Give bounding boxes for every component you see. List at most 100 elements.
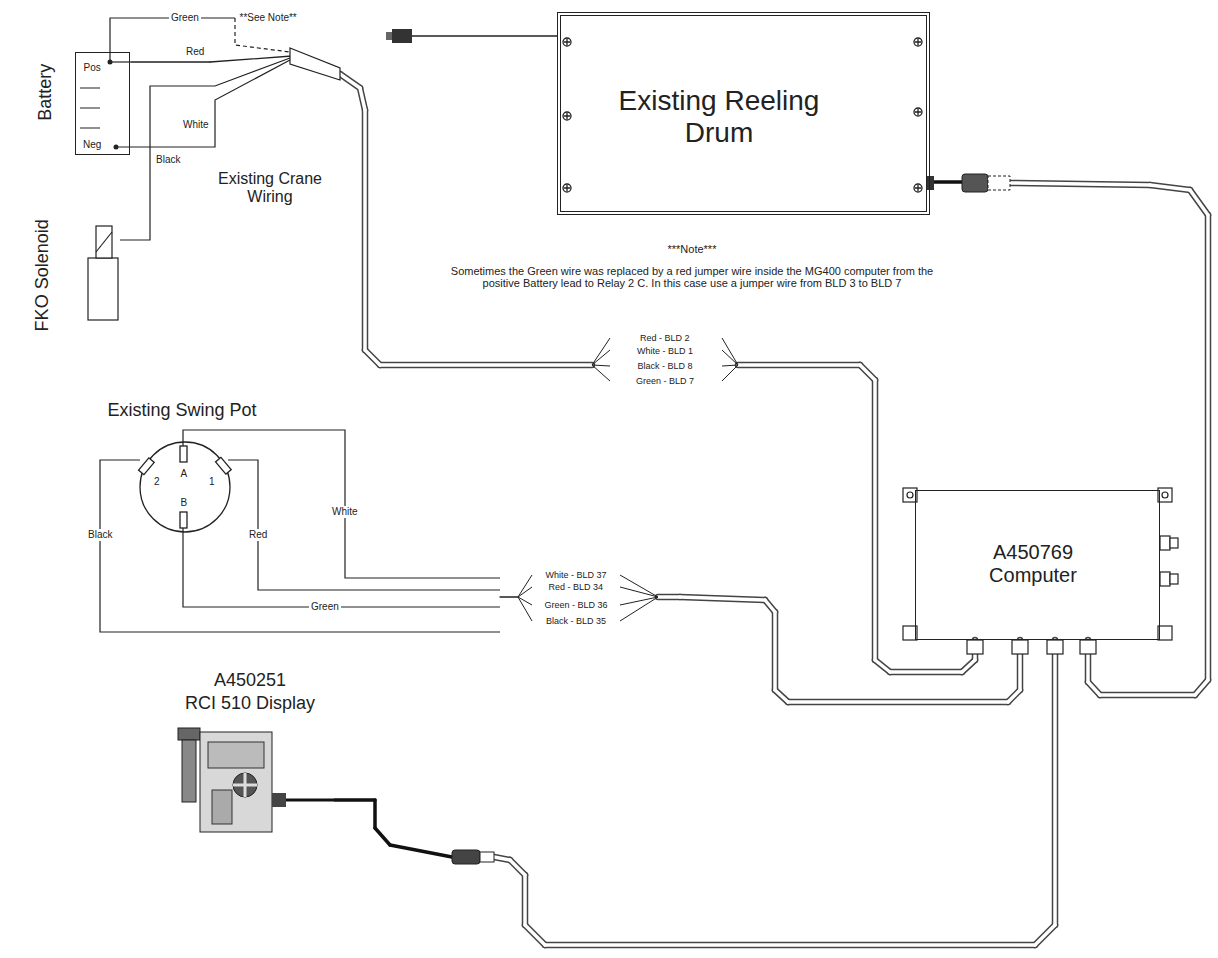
drawing-stroke (178, 728, 200, 740)
cable-segment (738, 363, 860, 367)
cable-segment (658, 594, 680, 601)
cable (132, 56, 975, 672)
cable-segment (860, 365, 875, 380)
drawing-stroke (233, 773, 257, 797)
drawing-stroke (386, 32, 392, 40)
pin-assignment: Black - BLD 8 (636, 361, 695, 371)
cable-segment (1190, 190, 1208, 215)
wire-color: Green (169, 12, 201, 24)
cable-segment (890, 670, 962, 674)
cable-segment (335, 798, 375, 802)
pin-assignment: Red - BLD 34 (547, 582, 606, 592)
battery-plates (80, 88, 100, 128)
cable-segment (1205, 215, 1212, 680)
cable-segment (340, 74, 360, 88)
drawing-stroke (212, 790, 232, 824)
drawing-stroke (1162, 492, 1168, 498)
cable-segment (1195, 680, 1208, 695)
drawing-stroke (208, 742, 264, 768)
cable (335, 640, 1055, 945)
section-label: Existing Crane Wiring (202, 170, 338, 207)
drum-title: Existing Reeling Drum (603, 85, 835, 149)
drawing-stroke (563, 38, 571, 46)
cable-segment (680, 597, 765, 600)
black-wire (120, 58, 290, 240)
pin-label: 1 (207, 476, 217, 488)
solenoid-body (88, 258, 118, 320)
drawing-stroke (592, 338, 610, 381)
drawing-stroke (967, 640, 983, 654)
drawing-stroke (1012, 640, 1028, 654)
cable-segment (775, 690, 788, 702)
white-wire (183, 430, 500, 578)
cable-segment (962, 660, 975, 672)
cable-segment (500, 596, 518, 597)
white-wire (116, 60, 290, 147)
computer-box: A450769 Computer (915, 490, 1160, 640)
wire-color: Red (184, 46, 206, 58)
cable-segment (765, 600, 775, 612)
cable-segment (872, 380, 879, 660)
cable-segment (1035, 925, 1055, 945)
cable-segment (1100, 692, 1195, 699)
cable-segment (375, 828, 390, 845)
red-wire (110, 61, 132, 62)
cable-segment (1190, 190, 1208, 215)
pin-label: 2 (152, 476, 162, 488)
drawing-stroke (564, 39, 570, 45)
drawing-stroke (412, 35, 557, 37)
drawing-stroke (272, 793, 286, 807)
cable-segment (210, 56, 292, 62)
solenoid-symbol (88, 226, 118, 320)
cable-segment (1010, 183, 1150, 185)
drawing-stroke (563, 184, 571, 192)
cable-segment (494, 857, 510, 860)
cable-segment (365, 350, 380, 365)
cable-segment (365, 350, 380, 365)
pin-label: A (179, 468, 190, 480)
cable-segment (773, 612, 777, 690)
drawing-stroke (1160, 572, 1170, 586)
cable-segment (1150, 185, 1190, 190)
cable (500, 597, 1020, 702)
drawing-stroke (915, 39, 921, 45)
drawing-stroke (233, 773, 257, 797)
drum-left-plug (386, 29, 557, 43)
wire-color: Green (309, 601, 341, 613)
cable-segment (390, 845, 452, 857)
cable-segment (962, 660, 975, 672)
cable-segment (545, 942, 1035, 949)
pin-assignment: Green - BLD 36 (543, 600, 610, 610)
cable-segment (1010, 183, 1150, 185)
drawing-stroke (392, 29, 412, 43)
drawing-stroke (140, 442, 230, 532)
battery: BatteryPosNeg (28, 45, 132, 160)
cable-segment (658, 595, 680, 599)
solenoid-coil (96, 226, 112, 258)
drawing-stroke (182, 740, 196, 802)
note-ref: **See Note** (238, 12, 299, 24)
wire-color: Black (86, 529, 114, 541)
drawing-stroke (564, 185, 570, 191)
drawing-stroke (200, 732, 272, 832)
cable-segment (340, 74, 360, 88)
computer-title: A450769 Computer (977, 541, 1089, 587)
wire-bundle-brackets (518, 338, 738, 621)
pin-assignment: Green - BLD 7 (634, 376, 696, 386)
drawing-stroke (518, 575, 532, 621)
swing-pot-wires (100, 430, 500, 632)
drawing-stroke (1080, 640, 1096, 654)
drawing-stroke (1158, 488, 1172, 502)
drawing-stroke (563, 112, 571, 120)
cable (930, 182, 1208, 695)
cable-segment (788, 699, 1008, 706)
cable-splice (290, 48, 340, 80)
drum-right-plug (926, 174, 1010, 192)
note-text: Sometimes the Green wire was replaced by… (440, 265, 944, 290)
cable-segment (788, 700, 1008, 704)
green-wire (183, 528, 500, 607)
terminal-dot (108, 60, 113, 65)
drawing-stroke (962, 174, 988, 192)
cable-segment (1008, 690, 1020, 702)
